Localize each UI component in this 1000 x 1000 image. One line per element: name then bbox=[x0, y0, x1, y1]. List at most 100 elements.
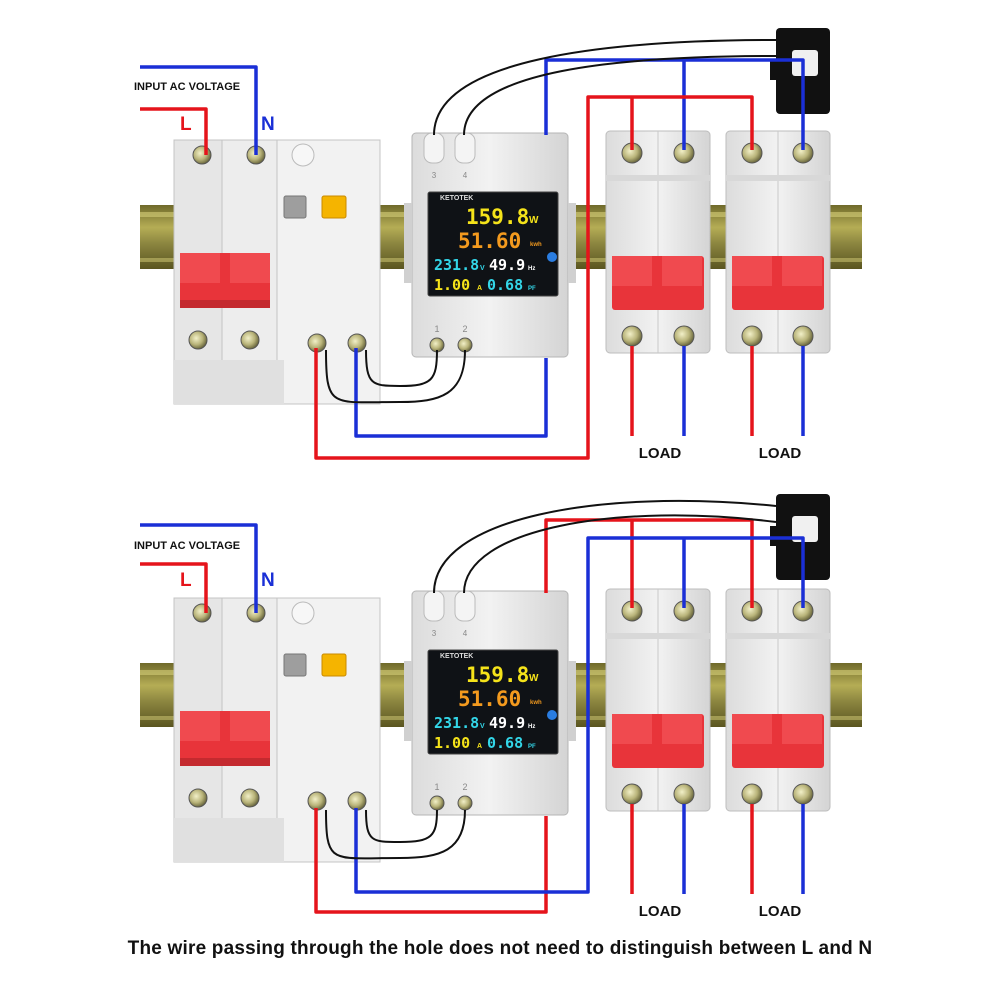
ct-sense-wire bbox=[433, 39, 777, 136]
neutral-label: N bbox=[261, 114, 275, 135]
live-label: L bbox=[180, 114, 192, 135]
meter-terminal-label: 4 bbox=[463, 629, 468, 638]
terminal-screw bbox=[192, 603, 212, 623]
power-unit: W bbox=[529, 673, 539, 684]
load-label-1: LOAD bbox=[639, 445, 682, 460]
input-live-wire bbox=[140, 562, 208, 613]
load-breaker-1 bbox=[605, 130, 711, 354]
input-neutral-wire bbox=[140, 523, 258, 613]
current-transformer-clamp bbox=[770, 28, 830, 114]
current-unit: A bbox=[477, 743, 482, 750]
frequency-unit: Hz bbox=[528, 724, 535, 730]
pf-unit: PF bbox=[528, 286, 536, 292]
meter-terminal-label: 2 bbox=[462, 782, 467, 792]
power-value: 159.8 bbox=[466, 205, 529, 229]
live-out-wire bbox=[314, 808, 548, 914]
terminal-screw bbox=[673, 783, 695, 805]
live-label: L bbox=[180, 570, 192, 591]
energy-meter: 3 4 1 2 KETOTEK 159.8 W 51.60 kwh 231.8 … bbox=[404, 132, 576, 358]
diagram-caption: The wire passing through the hole does n… bbox=[127, 938, 873, 959]
meter-display bbox=[427, 191, 559, 297]
voltage-unit: V bbox=[480, 265, 485, 272]
meter-supply-wire bbox=[325, 349, 466, 404]
load-label-1: LOAD bbox=[639, 903, 682, 918]
neutral-label: N bbox=[261, 570, 275, 591]
input-neutral-wire bbox=[140, 65, 258, 155]
indicator-window bbox=[321, 653, 347, 677]
meter-terminal-label: 4 bbox=[463, 171, 468, 180]
pf-value: 0.68 bbox=[487, 276, 523, 294]
wiring-diagram-top: 3 4 1 2 KETOTEK 159.8 W 51.60 kwh 231.8 … bbox=[0, 0, 1000, 460]
current-value: 1.00 bbox=[434, 276, 470, 294]
energy-unit: kwh bbox=[530, 700, 542, 706]
input-voltage-label: INPUT AC VOLTAGE bbox=[134, 540, 240, 552]
terminal-screw bbox=[457, 795, 473, 811]
energy-meter: 3 4 1 2 KETOTEK 159.8 W 51.60 kwh 231.8 … bbox=[404, 590, 576, 816]
current-value: 1.00 bbox=[434, 734, 470, 752]
terminal-screw bbox=[741, 325, 763, 347]
terminal-screw bbox=[240, 788, 260, 808]
terminal-screw bbox=[741, 783, 763, 805]
terminal-screw bbox=[792, 325, 814, 347]
meter-terminal-label: 1 bbox=[434, 324, 439, 334]
meter-terminal-label: 3 bbox=[432, 629, 437, 638]
terminal-screw bbox=[307, 791, 327, 811]
frequency-value: 49.9 bbox=[489, 256, 525, 274]
meter-terminal-label: 1 bbox=[434, 782, 439, 792]
diagram-canvas-top: 3 4 1 2 KETOTEK 159.8 W 51.60 kwh 231.8 … bbox=[134, 28, 862, 460]
terminal-screw bbox=[429, 795, 445, 811]
load-label-2: LOAD bbox=[759, 903, 802, 918]
input-live-wire bbox=[140, 107, 208, 155]
terminal-screw bbox=[347, 791, 367, 811]
meter-supply-wire bbox=[325, 809, 466, 860]
ct-sense-wire bbox=[433, 499, 777, 594]
wiring bbox=[140, 499, 805, 914]
voltage-unit: V bbox=[480, 723, 485, 730]
terminal-screw bbox=[792, 783, 814, 805]
energy-unit: kwh bbox=[530, 242, 542, 248]
meter-display bbox=[427, 649, 559, 755]
main-rcbo-breaker bbox=[173, 139, 381, 405]
meter-brand: KETOTEK bbox=[440, 653, 473, 660]
terminal-screw bbox=[240, 330, 260, 350]
terminal-screw bbox=[673, 325, 695, 347]
neutral-bus-wire bbox=[544, 58, 805, 150]
meter-terminal-label: 2 bbox=[462, 324, 467, 334]
neutral-out-wire bbox=[354, 536, 805, 894]
terminal-screw bbox=[621, 783, 643, 805]
load-breaker-1 bbox=[605, 588, 711, 812]
load-breaker-2 bbox=[725, 130, 831, 354]
voltage-value: 231.8 bbox=[434, 256, 479, 274]
energy-value: 51.60 bbox=[458, 229, 521, 253]
test-button bbox=[283, 653, 307, 677]
pf-value: 0.68 bbox=[487, 734, 523, 752]
pf-unit: PF bbox=[528, 744, 536, 750]
meter-brand: KETOTEK bbox=[440, 195, 473, 202]
wiring bbox=[140, 39, 805, 460]
terminal-screw bbox=[429, 337, 445, 353]
voltage-value: 231.8 bbox=[434, 714, 479, 732]
main-rcbo-breaker bbox=[173, 597, 381, 863]
load-label-2: LOAD bbox=[759, 445, 802, 460]
test-button bbox=[283, 195, 307, 219]
neutral-out-wire bbox=[354, 348, 548, 438]
power-value: 159.8 bbox=[466, 663, 529, 687]
terminal-screw bbox=[621, 325, 643, 347]
terminal-screw bbox=[188, 788, 208, 808]
diagram-canvas-bottom: 3 4 1 2 KETOTEK 159.8 W 51.60 kwh 231.8 … bbox=[134, 494, 862, 918]
terminal-screw bbox=[188, 330, 208, 350]
wiring-diagram-bottom: 3 4 1 2 KETOTEK 159.8 W 51.60 kwh 231.8 … bbox=[0, 458, 1000, 918]
terminal-screw bbox=[192, 145, 212, 165]
frequency-value: 49.9 bbox=[489, 714, 525, 732]
power-unit: W bbox=[529, 215, 539, 226]
live-out-wire bbox=[314, 95, 754, 460]
energy-value: 51.60 bbox=[458, 687, 521, 711]
input-voltage-label: INPUT AC VOLTAGE bbox=[134, 81, 240, 93]
current-unit: A bbox=[477, 285, 482, 292]
live-bus-wire bbox=[544, 518, 754, 608]
meter-terminal-label: 3 bbox=[432, 171, 437, 180]
frequency-unit: Hz bbox=[528, 266, 535, 272]
terminal-screw bbox=[457, 337, 473, 353]
indicator-window bbox=[321, 195, 347, 219]
load-breaker-2 bbox=[725, 588, 831, 812]
